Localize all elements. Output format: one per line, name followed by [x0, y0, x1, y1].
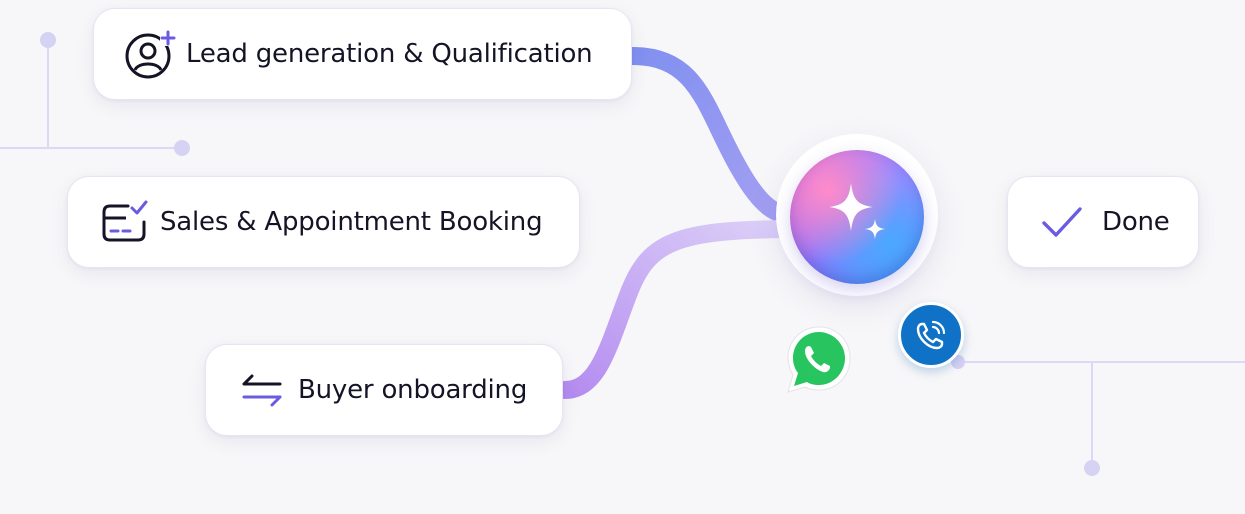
whatsapp-icon [781, 321, 857, 397]
node-label: Buyer onboarding [298, 375, 528, 405]
connector-buyer-to-hub [556, 220, 809, 399]
decorative-lines [0, 40, 1245, 468]
checkmark-icon [1036, 196, 1088, 248]
node-label: Lead generation & Qualification [186, 39, 593, 69]
decor-dot [951, 355, 965, 369]
node-buyer-onboarding[interactable]: Buyer onboarding [205, 344, 563, 436]
node-sales-booking[interactable]: Sales & Appointment Booking [67, 176, 580, 268]
decor-dot [174, 140, 190, 156]
node-done[interactable]: Done [1007, 176, 1199, 268]
phone-call-icon [898, 302, 964, 368]
node-label: Sales & Appointment Booking [160, 207, 543, 237]
node-label: Done [1102, 207, 1170, 237]
decorative-dots [40, 32, 1100, 476]
decor-dot [40, 32, 56, 48]
calendar-check-icon [98, 196, 150, 248]
swap-arrows-icon [236, 364, 288, 416]
user-add-icon [124, 28, 176, 80]
decor-dot [1084, 460, 1100, 476]
connector-lead-to-hub [623, 47, 809, 226]
ai-hub-node[interactable] [790, 150, 924, 284]
ai-sparkle-icon [817, 175, 897, 259]
node-lead-generation[interactable]: Lead generation & Qualification [93, 8, 632, 100]
